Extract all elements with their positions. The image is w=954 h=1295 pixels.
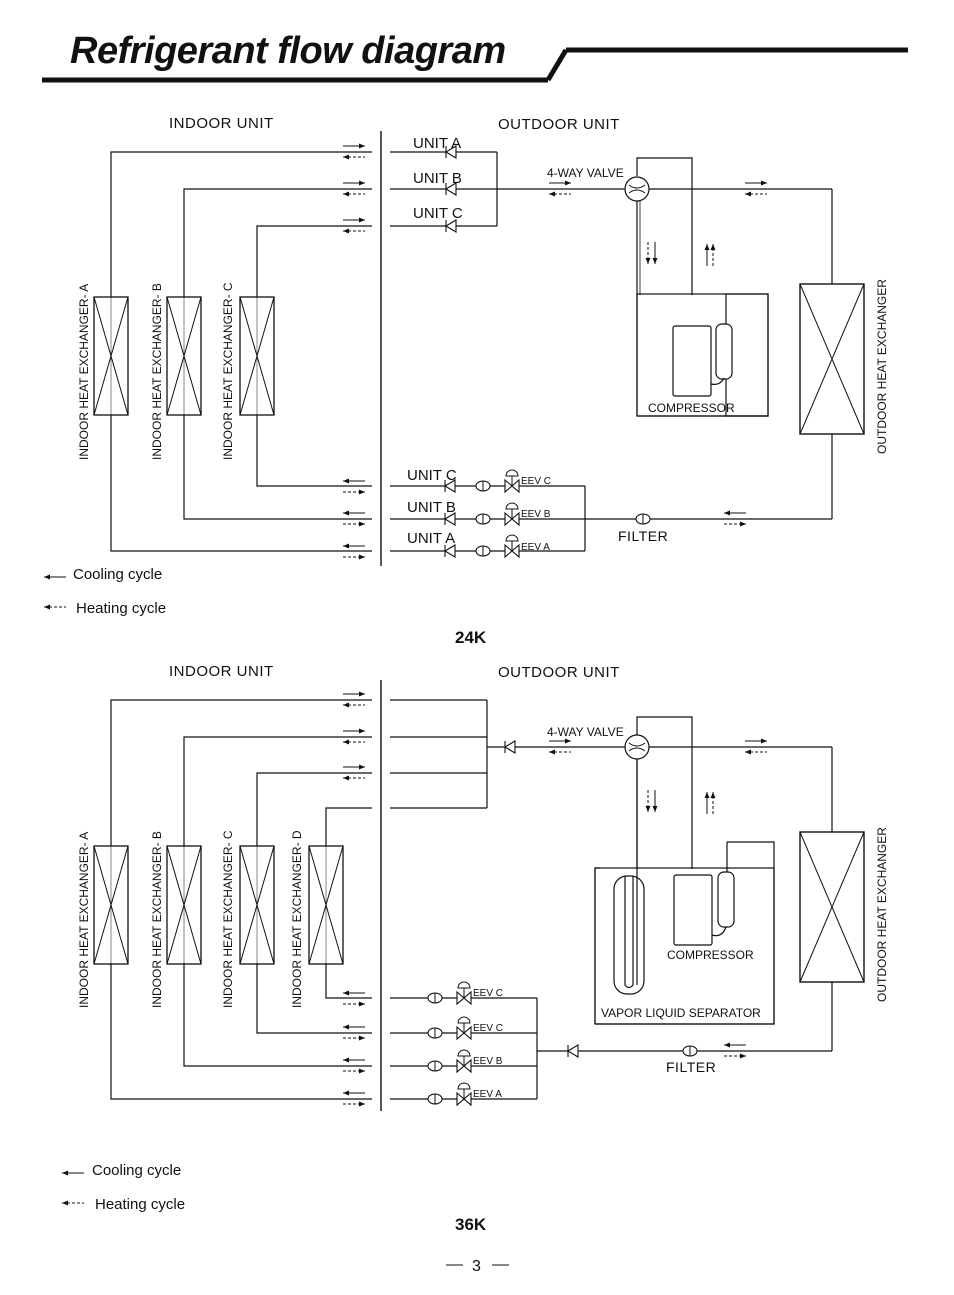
separator-label: VAPOR LIQUID SEPARATOR — [601, 1006, 761, 1020]
filter-label: FILTER — [618, 528, 668, 544]
eev-valve — [504, 469, 520, 493]
eev-valve — [456, 981, 472, 1005]
eev-a-label: EEV A — [521, 542, 550, 553]
caption-36k: 36K — [455, 1215, 487, 1234]
four-way-valve — [624, 734, 650, 760]
outdoor-unit-label: OUTDOOR UNIT — [498, 116, 620, 133]
strainer — [427, 1093, 443, 1105]
eev-valve — [504, 534, 520, 558]
heating-arrow-icon — [61, 1200, 85, 1206]
filter — [682, 1045, 698, 1057]
indoor-exchanger-a — [93, 296, 129, 416]
check-valve — [567, 1044, 579, 1058]
title-banner — [42, 47, 908, 83]
filter — [635, 513, 651, 525]
eev-valve — [456, 1082, 472, 1106]
indoor-exchanger-d-label: INDOOR HEAT EXCHANGER- D — [290, 830, 304, 1008]
four-way-valve-label: 4-WAY VALVE — [547, 725, 624, 739]
eev-valve — [456, 1049, 472, 1073]
legend-cooling: Cooling cycle — [73, 566, 162, 583]
strainer — [427, 992, 443, 1004]
strainer — [475, 545, 491, 557]
indoor-exchanger-c — [239, 296, 275, 416]
gas-unit-a: UNIT A — [413, 135, 461, 152]
eev-c-label: EEV C — [521, 476, 551, 487]
liquid-unit-a: UNIT A — [407, 530, 455, 547]
compressor-24k — [636, 293, 769, 417]
filter-label: FILTER — [666, 1059, 716, 1075]
compressor-36k — [673, 842, 735, 946]
eev-label: EEV B — [473, 1056, 503, 1067]
indoor-exchanger-b — [166, 296, 202, 416]
four-way-valve — [624, 176, 650, 202]
indoor-exchanger-a-label: INDOOR HEAT EXCHANGER- A — [77, 832, 91, 1008]
strainer — [475, 513, 491, 525]
indoor-exchanger-b-label: INDOOR HEAT EXCHANGER- B — [150, 831, 164, 1008]
indoor-exchanger-b-label: INDOOR HEAT EXCHANGER- B — [150, 283, 164, 460]
outdoor-exchanger — [799, 831, 865, 983]
liquid-unit-c: UNIT C — [407, 467, 457, 484]
legend-cooling: Cooling cycle — [92, 1162, 181, 1179]
indoor-exchanger-c-label: INDOOR HEAT EXCHANGER- C — [221, 282, 235, 460]
heating-arrow-icon — [43, 604, 67, 610]
outdoor-exchanger — [799, 283, 865, 435]
cooling-arrow-icon — [43, 574, 67, 580]
four-way-valve-label: 4-WAY VALVE — [547, 166, 624, 180]
cooling-arrow-icon — [61, 1170, 85, 1176]
eev-valve — [504, 502, 520, 526]
strainer — [427, 1060, 443, 1072]
indoor-exchanger-d — [308, 845, 344, 965]
indoor-unit-label: INDOOR UNIT — [169, 663, 274, 680]
legend-36k — [61, 1170, 85, 1206]
outdoor-unit-label: OUTDOOR UNIT — [498, 664, 620, 681]
page-title: Refrigerant flow diagram — [70, 30, 506, 72]
legend-24k — [43, 574, 67, 610]
indoor-exchanger-c — [239, 845, 275, 965]
gas-unit-c: UNIT C — [413, 205, 463, 222]
eev-label: EEV C — [473, 1023, 503, 1034]
outdoor-exchanger-label: OUTDOOR HEAT EXCHANGER — [875, 827, 889, 1002]
indoor-exchanger-a — [93, 845, 129, 965]
eev-label: EEV C — [473, 988, 503, 999]
indoor-exchanger-b — [166, 845, 202, 965]
legend-heating: Heating cycle — [76, 600, 166, 617]
indoor-exchanger-c-label: INDOOR HEAT EXCHANGER- C — [221, 830, 235, 1008]
strainer — [475, 480, 491, 492]
compressor-label: COMPRESSOR — [667, 948, 754, 962]
eev-label: EEV A — [473, 1089, 502, 1100]
eev-valve — [456, 1016, 472, 1040]
gas-unit-b: UNIT B — [413, 170, 462, 187]
indoor-exchanger-a-label: INDOOR HEAT EXCHANGER- A — [77, 284, 91, 460]
indoor-unit-label: INDOOR UNIT — [169, 115, 274, 132]
legend-heating: Heating cycle — [95, 1196, 185, 1213]
page-number: 3 — [472, 1258, 481, 1275]
outdoor-exchanger-label: OUTDOOR HEAT EXCHANGER — [875, 279, 889, 454]
compressor-label: COMPRESSOR — [648, 401, 735, 415]
liquid-unit-b: UNIT B — [407, 499, 456, 516]
eev-b-label: EEV B — [521, 509, 551, 520]
strainer — [427, 1027, 443, 1039]
caption-24k: 24K — [455, 628, 487, 647]
check-valve — [504, 740, 516, 754]
